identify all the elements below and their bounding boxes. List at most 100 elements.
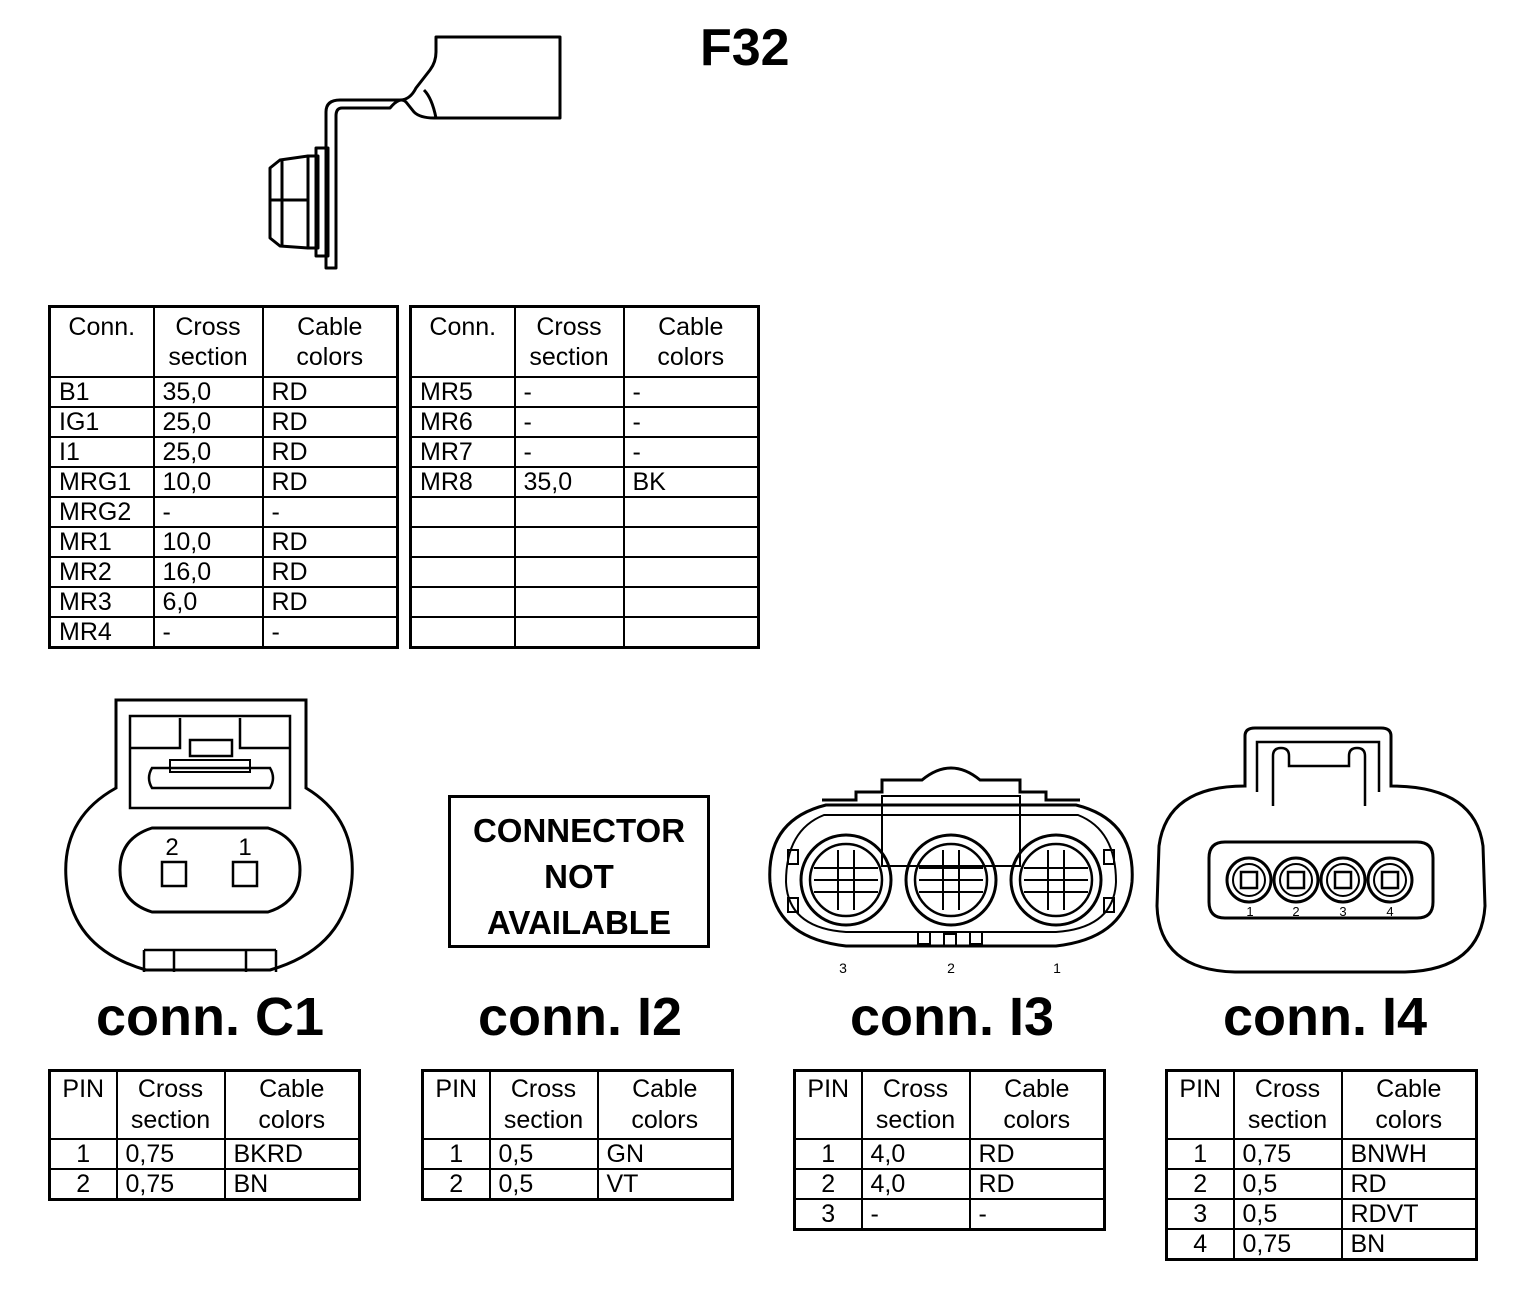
cell-cross-section [513,616,625,649]
connector-i4-label: conn. I4 [1222,987,1428,1047]
cell-cable-color: BK [622,466,760,498]
cell-cross-section: 0,75 [1232,1138,1343,1170]
cell-pin: 2 [793,1168,863,1200]
cell-pin: 2 [421,1168,491,1201]
fuse-bracket-drawing [268,35,562,270]
cell-cable-color: BKRD [223,1138,361,1170]
cell-conn: MRG1 [48,466,155,498]
cell-conn: MRG2 [48,496,155,528]
cell-conn: MR5 [409,376,516,408]
table-row [409,496,760,528]
cell-cross-section: 0,75 [1232,1228,1343,1261]
cell-cross-section: 0,5 [488,1138,599,1170]
table-row [409,616,760,649]
cell-pin: 1 [421,1138,491,1170]
cell-cross-section: 0,75 [115,1138,226,1170]
cell-cable-color: - [622,376,760,408]
cell-cable-color: RD [261,556,399,588]
i3-pin-label: 1 [1053,960,1061,976]
cell-cable-color: RD [968,1138,1106,1170]
cell-conn: MR2 [48,556,155,588]
connector-i3-drawing: 3 2 1 [768,766,1134,976]
cell-cable-color [622,556,760,588]
cell-cross-section [513,556,625,588]
cell-cable-color [622,616,760,649]
cell-cross-section: 25,0 [152,406,264,438]
cell-cable-color: - [622,436,760,468]
cell-cross-section: 0,75 [115,1168,226,1201]
cell-cross-section: 4,0 [860,1138,971,1170]
cell-pin: 2 [1165,1168,1235,1200]
i4-pin-label: 2 [1292,904,1299,919]
table-row: MR4-- [48,616,399,649]
c1-pin-label: 1 [238,834,251,861]
cell-conn: MR8 [409,466,516,498]
i4-pin-label: 4 [1386,904,1393,919]
cell-cross-section: 10,0 [152,466,264,498]
cell-cross-section [513,586,625,618]
cell-cable-color [622,526,760,558]
cell-cross-section [513,496,625,528]
cell-cable-color: - [261,496,399,528]
cell-cable-color: VT [596,1168,734,1201]
header-pin: PIN [48,1069,118,1140]
i3-pin-label: 2 [947,960,955,976]
cell-cable-color: RD [261,586,399,618]
table-row: MR7-- [409,436,760,468]
cell-cable-color [622,586,760,618]
cell-cable-color: RD [261,436,399,468]
cell-cross-section: 0,5 [1232,1168,1343,1200]
table-row: MRG2-- [48,496,399,528]
cell-cross-section: 6,0 [152,586,264,618]
cell-conn: MR6 [409,406,516,438]
cell-cable-color: GN [596,1138,734,1170]
cell-cable-color: RD [261,406,399,438]
header-conn: Conn. [48,305,155,378]
table-row [409,556,760,588]
cell-cable-color [622,496,760,528]
header-pin: PIN [421,1069,491,1140]
cell-cross-section: 35,0 [152,376,264,408]
table-row [409,586,760,618]
cell-conn: B1 [48,376,155,408]
cell-cable-color: RD [261,466,399,498]
cell-cross-section: - [152,496,264,528]
connector-i3-label: conn. I3 [849,987,1055,1047]
cell-cable-color: RDVT [1340,1198,1478,1230]
i4-pin-label: 3 [1339,904,1346,919]
cell-cable-color: BNWH [1340,1138,1478,1170]
cell-cable-color: RD [968,1168,1106,1200]
connector-c1-label: conn. C1 [95,987,325,1047]
cell-conn [409,526,516,558]
connector-i4-drawing: 1 2 3 4 [1155,726,1487,974]
cell-cross-section: - [513,436,625,468]
cell-cross-section: - [152,616,264,649]
cell-cross-section [513,526,625,558]
